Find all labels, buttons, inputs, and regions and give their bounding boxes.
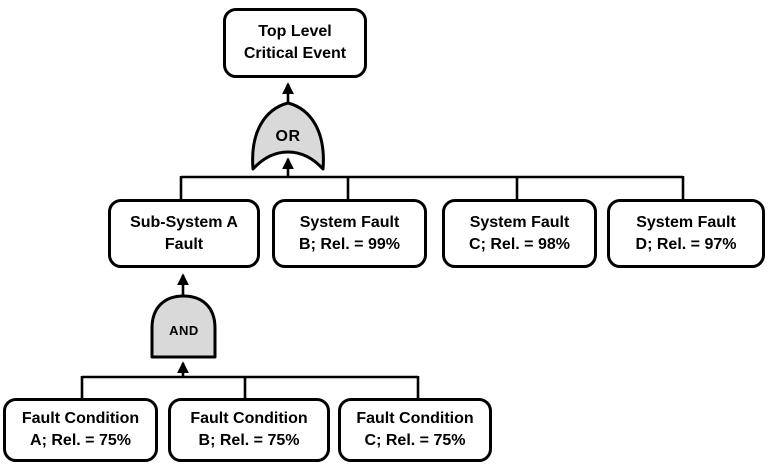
system-fault-b-line2: B; Rel. = 99% (299, 235, 400, 253)
fault-condition-a-line2: A; Rel. = 75% (30, 432, 131, 449)
system-fault-b-line1: System Fault (299, 213, 400, 231)
system-fault-c-line2: C; Rel. = 98% (469, 235, 570, 253)
fault-condition-b-box: Fault Condition B; Rel. = 75% (168, 398, 330, 462)
subsystem-a-line2: Fault (164, 235, 204, 253)
system-fault-b-box: System Fault B; Rel. = 99% (272, 199, 427, 268)
fault-condition-a-line1: Fault Condition (21, 410, 140, 427)
top-event-box: Top Level Critical Event (223, 8, 367, 78)
and-gate-shape (150, 294, 217, 359)
top-event-line2: Critical Event (243, 45, 347, 62)
fault-condition-a-box: Fault Condition A; Rel. = 75% (3, 398, 158, 462)
system-fault-d-box: System Fault D; Rel. = 97% (607, 199, 765, 268)
fault-condition-c-box: Fault Condition C; Rel. = 75% (338, 398, 492, 462)
system-fault-c-line1: System Fault (469, 213, 570, 231)
subsystem-a-fault-box: Sub-System A Fault (108, 199, 260, 268)
system-fault-d-line1: System Fault (636, 213, 736, 231)
subsystem-a-line1: Sub-System A (130, 213, 238, 231)
system-fault-c-box: System Fault C; Rel. = 98% (442, 199, 597, 268)
fault-condition-b-line2: B; Rel. = 75% (198, 432, 300, 449)
system-fault-d-line2: D; Rel. = 97% (635, 235, 737, 253)
or-gate-shape (251, 101, 325, 171)
fault-condition-c-line2: C; Rel. = 75% (364, 432, 466, 449)
fault-condition-c-line1: Fault Condition (356, 410, 474, 427)
top-event-line1: Top Level (258, 23, 332, 40)
fault-condition-b-line1: Fault Condition (190, 410, 308, 427)
